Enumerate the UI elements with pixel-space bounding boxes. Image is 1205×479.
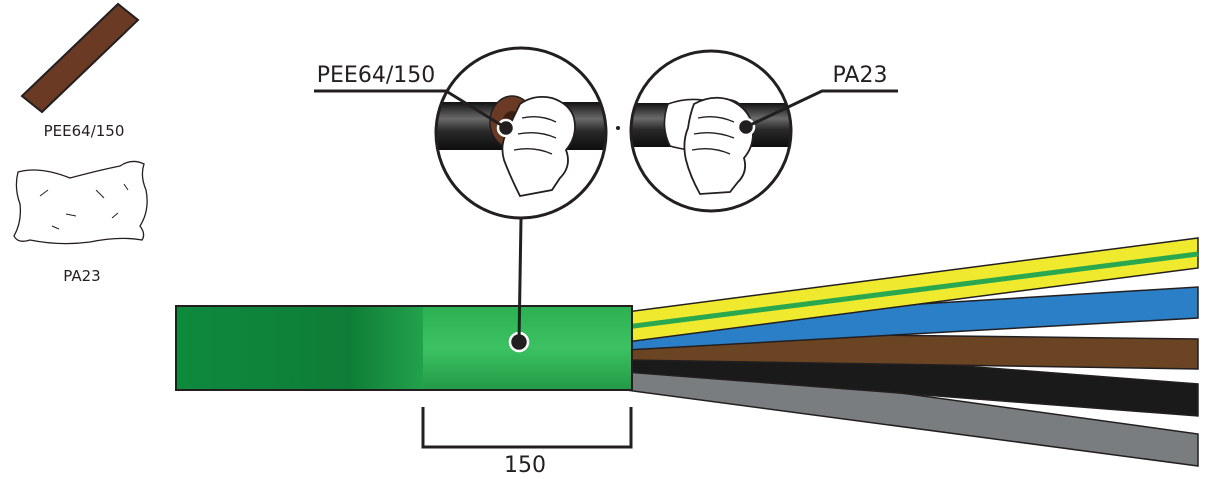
dimension-label: 150 (504, 453, 546, 478)
sheath-callout-leader (517, 218, 523, 343)
brown-tape-icon (20, 2, 140, 114)
sheath-left-part (177, 307, 423, 389)
right-callout-label: PA23 (833, 63, 888, 88)
wire-yellow-green-stripe (625, 251, 1199, 330)
cable-sheath (175, 218, 633, 391)
legend-film-label: PA23 (63, 267, 100, 285)
legend-tape-label: PEE64/150 (44, 122, 125, 140)
magnifier-right: PA23 (629, 49, 898, 213)
legend-tape: PEE64/150 (20, 2, 140, 140)
magnifier-left: PEE64/150 (314, 46, 608, 220)
dimension-bracket: 150 (421, 407, 633, 478)
legend-film: PA23 (13, 160, 148, 285)
film-creases (39, 183, 129, 230)
plastic-film-icon (13, 160, 148, 245)
wires (625, 237, 1199, 467)
hand-icon (683, 96, 754, 195)
right-callout-leader (745, 89, 898, 129)
separator-dot (616, 126, 620, 130)
left-callout-label: PEE64/150 (317, 63, 435, 88)
left-callout-leader (314, 89, 507, 130)
